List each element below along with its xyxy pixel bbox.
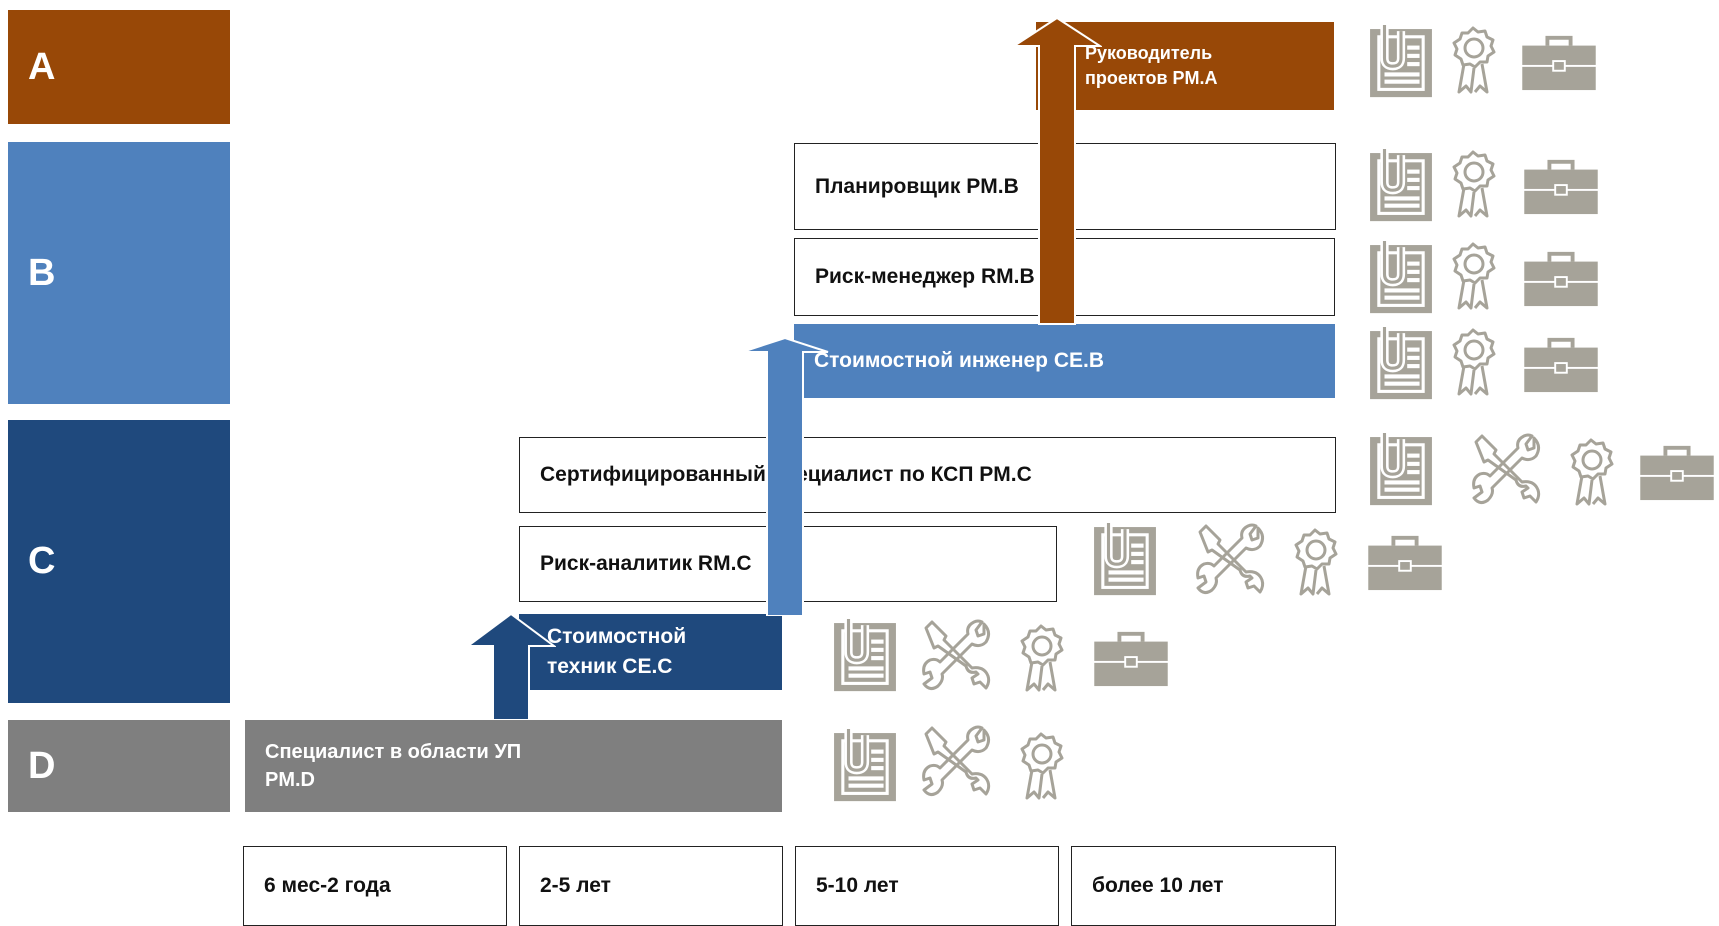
role-ce-b-label: Стоимостной инженер CE.B [814,349,1105,372]
document-icon [1368,236,1434,316]
experience-3-label: более 10 лет [1092,874,1224,897]
role-pm-b-label: Планировщик PM.B [815,174,1019,198]
award-icon [1448,326,1498,398]
briefcase-icon [1520,336,1602,394]
tools-icon [918,724,994,800]
briefcase-icon [1520,250,1602,308]
role-ce-b: Стоимостной инженер CE.B [794,324,1335,398]
experience-1-label: 2-5 лет [540,874,611,897]
role-pm-a: Руководитель проектов PM.A [1036,22,1334,110]
role-pm-a-line2: проектов PM.A [1085,68,1218,88]
level-d-label: D [28,744,56,787]
level-c-label: C [28,540,56,582]
experience-0-label: 6 мес-2 года [264,874,391,897]
briefcase-icon [1520,158,1602,216]
role-ce-c-line2: техник CE.C [547,655,673,678]
experience-1: 2-5 лет [519,846,783,926]
level-a-bar: A [8,10,230,124]
level-d-bar: D [8,720,230,812]
award-icon [1448,240,1498,312]
role-pm-d: Специалист в области УП PM.D [245,720,782,812]
award-icon [1290,526,1340,598]
arrow-d-to-c [466,612,556,720]
experience-2-label: 5-10 лет [816,874,899,897]
briefcase-icon [1518,34,1600,92]
briefcase-icon [1364,534,1446,592]
document-icon [1368,322,1434,402]
experience-2: 5-10 лет [795,846,1059,926]
award-icon [1016,622,1066,694]
briefcase-icon [1636,444,1718,502]
level-c-bar: C [8,420,230,703]
role-rm-c-label: Риск-аналитик RM.C [540,552,752,575]
role-ce-c-line1: Стоимостной [547,625,687,648]
award-icon [1016,730,1066,802]
document-icon [1368,20,1434,100]
role-ce-c: Стоимостной техник CE.C [519,614,782,690]
document-icon [832,614,898,694]
role-pm-c: Сертифицированный специалист по КСП PM.C [519,437,1336,513]
role-pm-a-line1: Руководитель [1085,43,1213,63]
award-icon [1566,436,1616,508]
award-icon [1448,24,1498,96]
tools-icon [918,618,994,694]
arrow-b-to-a [1012,16,1102,325]
document-icon [1368,428,1434,508]
experience-0: 6 мес-2 года [243,846,507,926]
document-icon [1092,518,1158,598]
experience-3: более 10 лет [1071,846,1336,926]
level-b-label: B [28,251,56,294]
tools-icon [1192,522,1268,598]
arrow-c-to-b [741,336,829,616]
document-icon [832,724,898,804]
tools-icon [1468,432,1544,508]
role-pm-d-line1: Специалист в области УП [265,741,522,763]
level-b-bar: B [8,142,230,404]
award-icon [1448,148,1498,220]
level-a-label: A [28,45,56,88]
role-pm-d-line2: PM.D [265,769,315,791]
document-icon [1368,144,1434,224]
briefcase-icon [1090,630,1172,688]
role-rm-b-label: Риск-менеджер RM.B [815,265,1035,288]
